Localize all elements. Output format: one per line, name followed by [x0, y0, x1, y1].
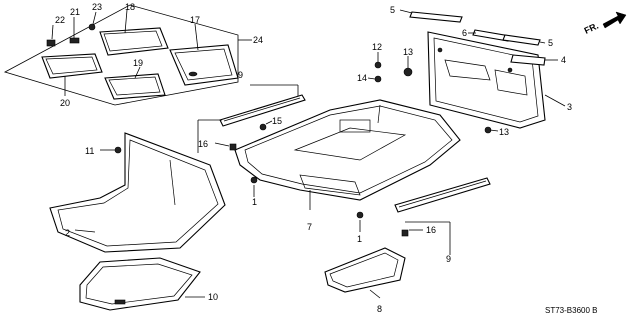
- direction-indicator: FR.: [583, 11, 627, 36]
- floor-mat-rear-left: [41, 53, 103, 79]
- floor-mat-front-left: [99, 27, 169, 56]
- callout-15: 15: [272, 116, 282, 126]
- floor-carpet: [234, 99, 461, 210]
- callout-22: 22: [55, 15, 65, 25]
- callout-20: 20: [60, 98, 70, 108]
- drawing-code: ST73-B3600 B: [545, 306, 597, 315]
- fasteners: [214, 52, 499, 237]
- trunk-mat: [49, 132, 226, 253]
- callout-7: 7: [307, 222, 312, 232]
- floor-mat-rear-right: [104, 73, 166, 100]
- direction-label: FR.: [583, 21, 600, 36]
- floor-mat-front-right: [169, 44, 239, 86]
- side-sill-trim-upper: [197, 84, 306, 153]
- rear-panel-lining: [427, 31, 566, 129]
- callout-16-lower: 16: [426, 225, 436, 235]
- callout-17: 17: [190, 15, 200, 25]
- rear-trim-strips: [399, 9, 558, 66]
- callout-13-lower: 13: [499, 127, 509, 137]
- callout-23: 23: [92, 2, 102, 12]
- floor-mat-set-frame: [3, 4, 239, 106]
- callout-10: 10: [208, 292, 218, 302]
- callout-3: 3: [567, 102, 572, 112]
- callout-5-right: 5: [548, 38, 553, 48]
- callout-24: 24: [253, 35, 263, 45]
- callout-18: 18: [125, 2, 135, 12]
- callout-19: 19: [133, 58, 143, 68]
- callout-2: 2: [65, 228, 70, 238]
- callout-21: 21: [70, 7, 80, 17]
- callout-14: 14: [357, 73, 367, 83]
- side-sill-trim-lower: [394, 177, 491, 255]
- callout-5-left: 5: [390, 5, 395, 15]
- callout-13-upper: 13: [403, 47, 413, 57]
- mat-clips: [46, 23, 96, 47]
- callout-16-upper: 16: [198, 139, 208, 149]
- callout-4: 4: [561, 55, 566, 65]
- callout-6: 6: [462, 28, 467, 38]
- callout-9-lower: 9: [446, 254, 451, 264]
- callout-11: 11: [85, 146, 94, 156]
- callout-8: 8: [377, 304, 382, 314]
- arrow-icon: [602, 11, 627, 29]
- cargo-mat: [79, 257, 205, 311]
- floor-mat-set-group: [3, 4, 252, 106]
- callout-numbers: 22 21 23 18 17 19 20 24 9 15 16 11 2 1 7…: [55, 2, 572, 314]
- callout-12: 12: [372, 42, 382, 52]
- callout-1-right: 1: [357, 234, 362, 244]
- console-carpet: [324, 247, 406, 299]
- callout-9-upper: 9: [238, 70, 243, 80]
- callout-1-left: 1: [252, 197, 257, 207]
